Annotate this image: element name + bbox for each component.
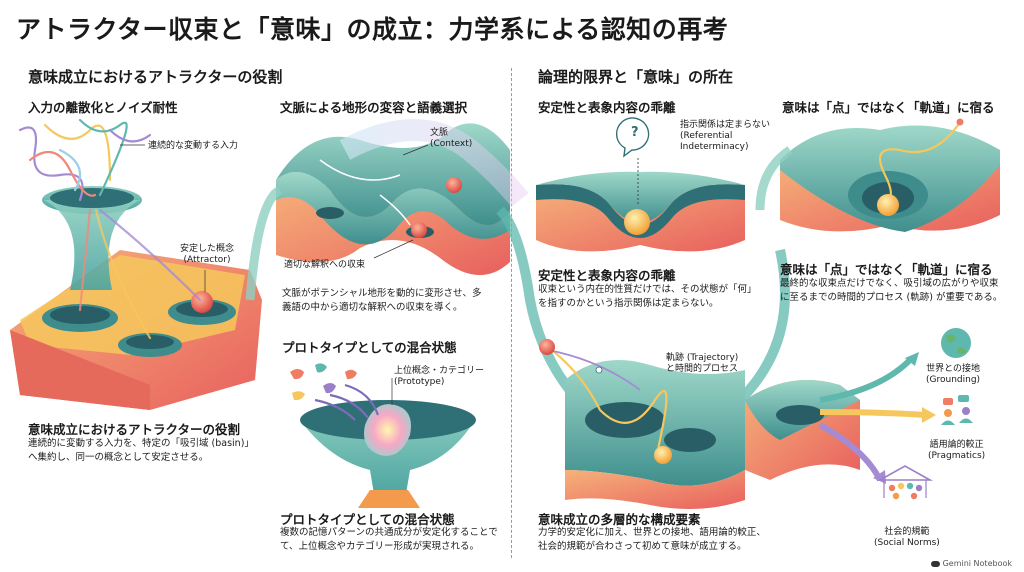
globe-icon xyxy=(941,328,971,358)
chat-people-icon xyxy=(941,395,973,425)
panel5-subtitle: 意味は「点」ではなく「軌道」に宿る xyxy=(782,100,995,115)
community-icon xyxy=(876,465,934,500)
panel2-illustration xyxy=(276,119,529,276)
input-label: 連続的な変動する入力 xyxy=(148,141,239,151)
panel3-caption: プロトタイプとしての混合状態 xyxy=(280,512,455,527)
panel1-subtitle: 入力の離散化とノイズ耐性 xyxy=(28,100,178,115)
panel5-body: 最終的な収束点だけでなく、吸引域の広がりや収束に至るまでの時間的プロセス (軌跡… xyxy=(780,278,1003,303)
panel2-body: 文脈がポテンシャル地形を動的に変形させ、多義語の中から適切な解釈への収束を導く。 xyxy=(282,288,482,313)
footer-brand: Gemini Notebook xyxy=(930,559,1012,568)
context-label: 文脈(Context) xyxy=(430,128,473,149)
panel1-illustration xyxy=(10,118,262,410)
grounding-label: 世界との接地(Grounding) xyxy=(926,364,981,385)
section-divider xyxy=(511,68,512,558)
question-icon: ? xyxy=(631,125,639,140)
panel6-illustration xyxy=(539,328,973,509)
page-title: アトラクター収束と「意味」の成立：力学系による認知の再考 xyxy=(16,15,729,44)
left-section-heading: 意味成立におけるアトラクターの役割 xyxy=(28,68,283,86)
panel4-body: 収束という内在的性質だけでは、その状態が「何」を指すのかという指示関係は定まらな… xyxy=(538,284,757,309)
panel5-caption: 意味は「点」ではなく「軌道」に宿る xyxy=(780,262,993,277)
trajectory-label: 軌跡 (Trajectory)と時間的プロセス xyxy=(666,353,739,374)
panel4-illustration xyxy=(536,117,745,252)
panel6-caption: 意味成立の多層的な構成要素 xyxy=(538,512,701,527)
panel4-caption: 安定性と表象内容の乖離 xyxy=(538,268,676,283)
panel6-body: 力学的安定化に加え、世界との接地、語用論的較正、社会的規範が合わさって初めて意味… xyxy=(538,527,766,552)
panel3-body: 複数の記憶パターンの共通成分が安定化することでて、上位概念やカテゴリー形成が実現… xyxy=(280,527,498,552)
pragmatics-label: 語用論的較正(Pragmatics) xyxy=(928,440,986,461)
panel3-subtitle: プロトタイプとしての混合状態 xyxy=(282,340,457,355)
panel4-subtitle: 安定性と表象内容の乖離 xyxy=(538,100,676,115)
prototype-label: 上位概念・カテゴリー(Prototype) xyxy=(394,366,485,387)
attractor-label: 安定した概念(Attractor) xyxy=(180,244,235,265)
panel3-illustration xyxy=(290,363,476,508)
panel1-body: 連続的に変動する入力を、特定の「吸引域 (basin)」へ集約し、同一の概念とし… xyxy=(28,438,254,463)
converge-label: 適切な解釈への収束 xyxy=(284,260,366,270)
notebook-logo-icon xyxy=(930,560,940,567)
panel1-caption: 意味成立におけるアトラクターの役割 xyxy=(28,422,241,437)
right-section-heading: 論理的限界と「意味」の所在 xyxy=(538,68,734,86)
footer-text: Gemini Notebook xyxy=(942,559,1012,568)
panel2-subtitle: 文脈による地形の変容と語義選択 xyxy=(280,100,468,115)
panel5-illustration xyxy=(780,118,1000,232)
social-norms-label: 社会的規範(Social Norms) xyxy=(874,527,940,548)
